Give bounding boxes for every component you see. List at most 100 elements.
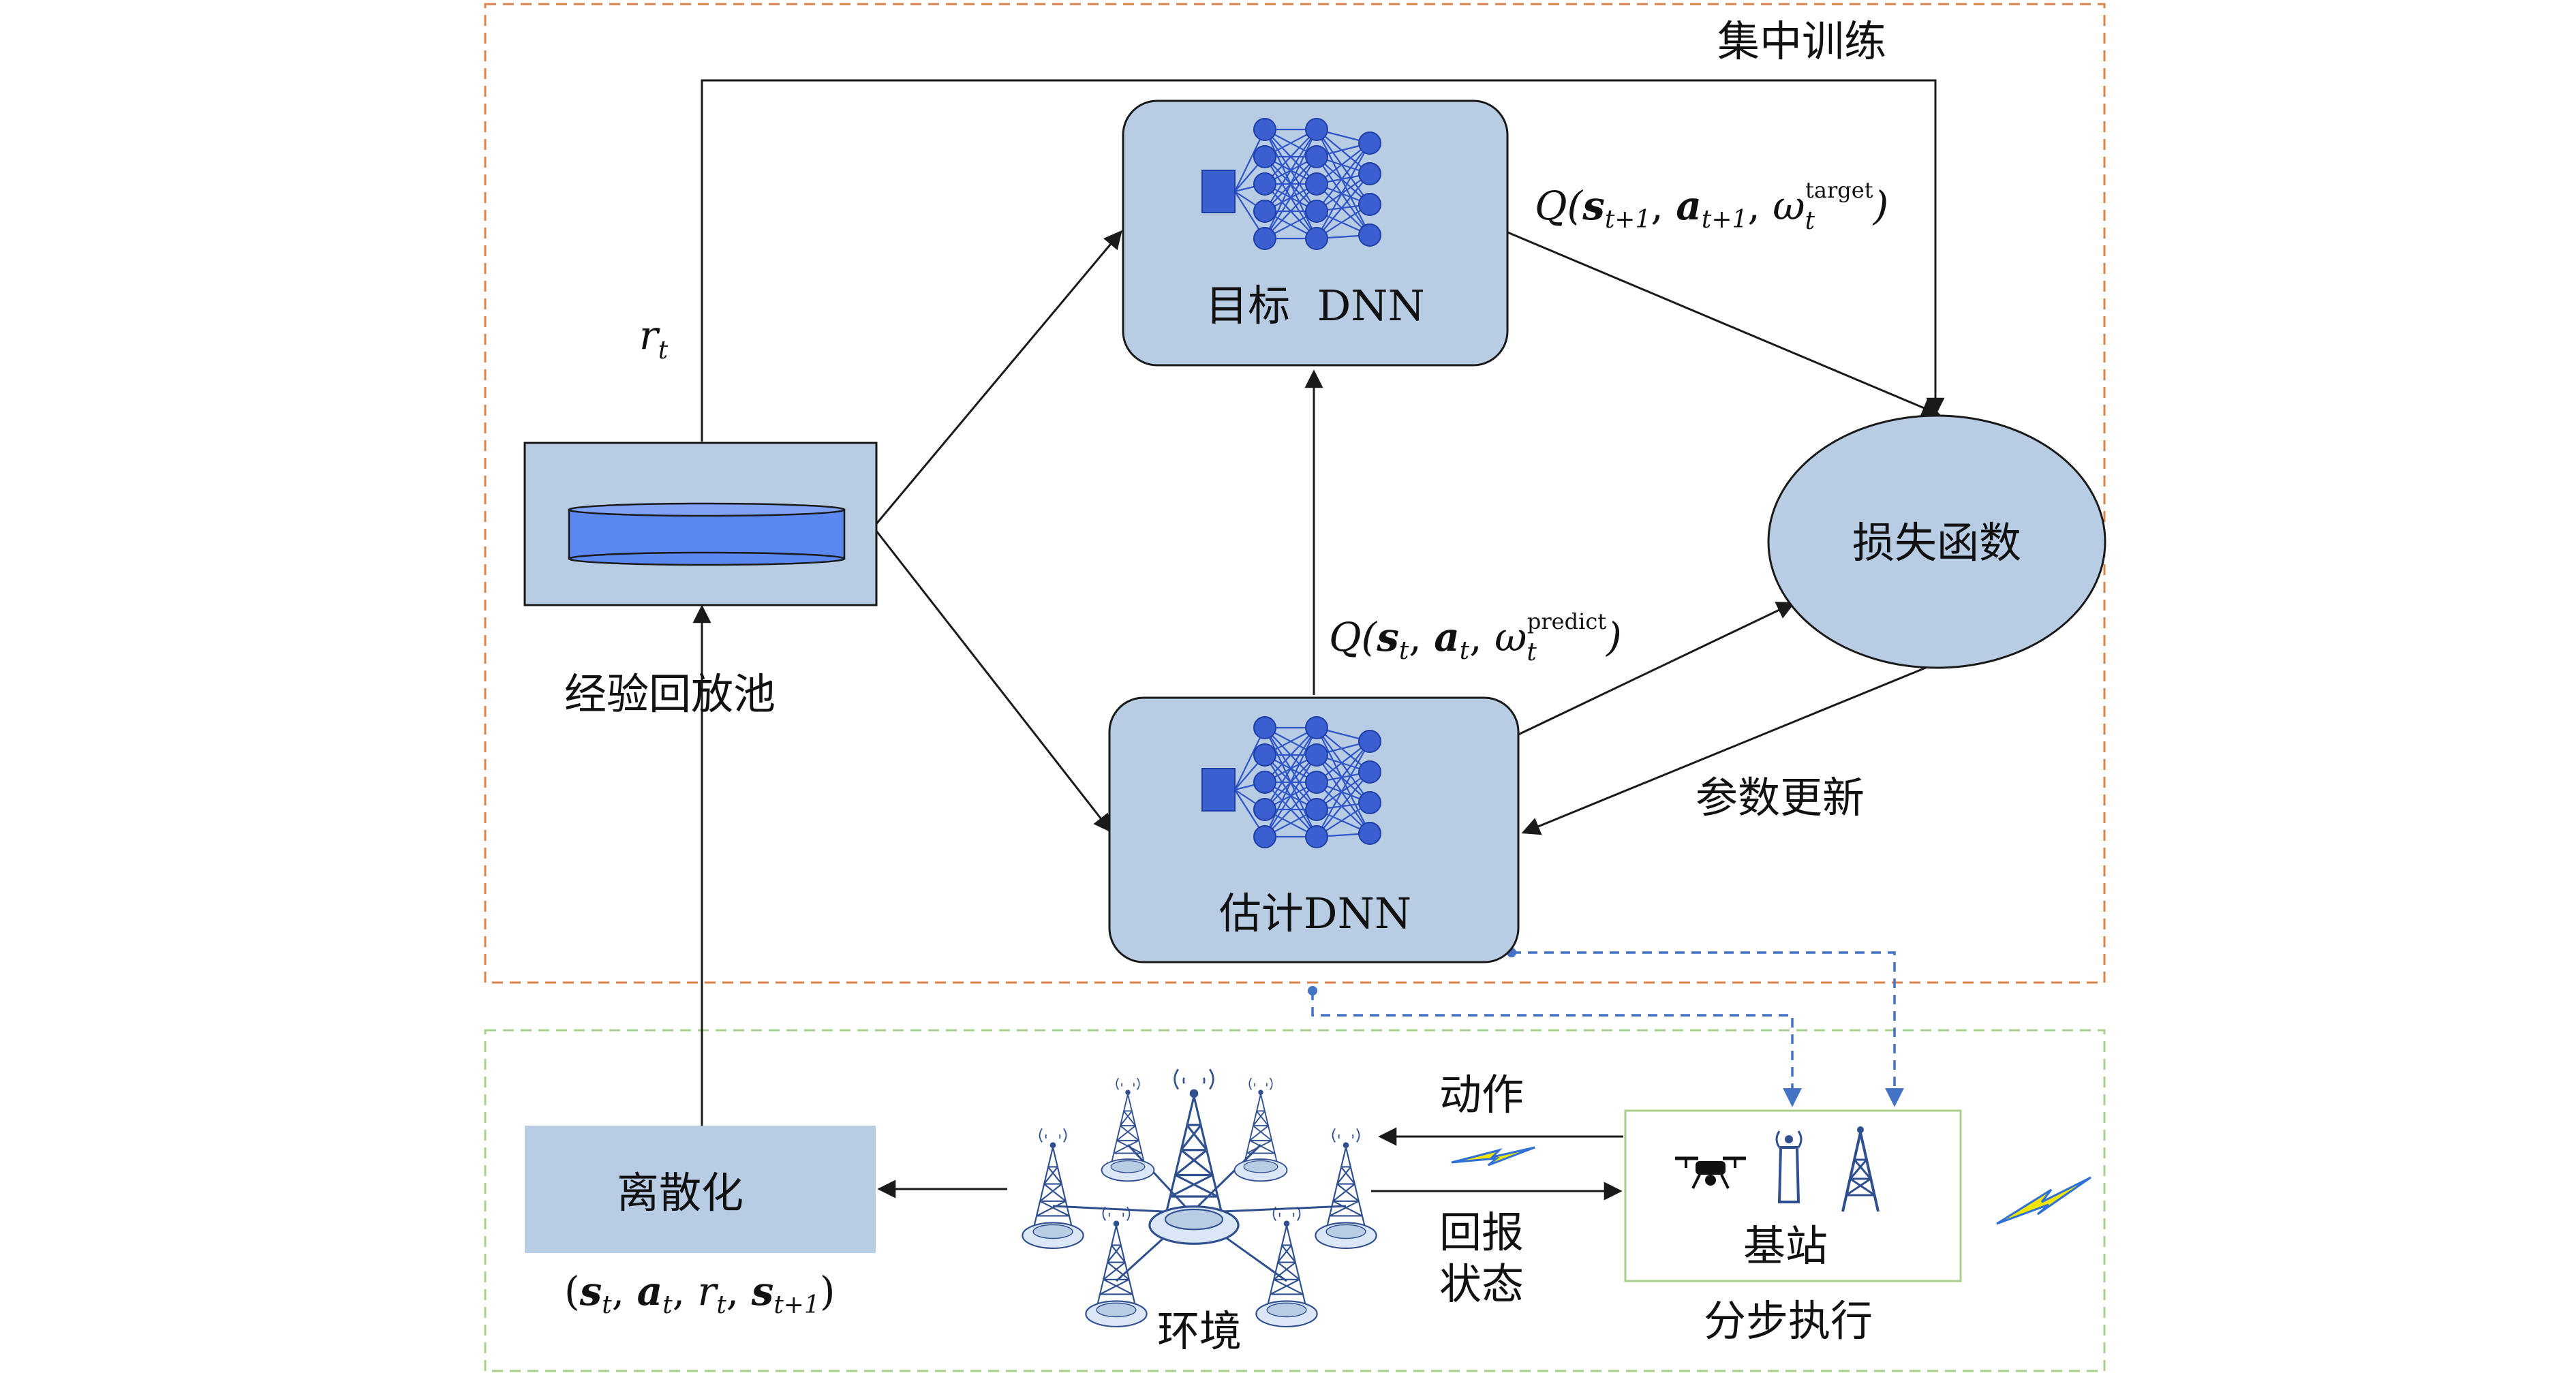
nn-neuron [1253,145,1276,168]
execution-region-label: 分步执行 [1704,1296,1873,1346]
nn-link [1264,129,1317,239]
nn-link [1316,156,1370,236]
nn-link [1316,183,1370,236]
nn-neuron [1305,771,1328,794]
nn-link [1316,156,1370,205]
loss-node: 损失函数 [1767,414,2106,669]
cell-tower-icon [1022,1128,1084,1250]
nn-link [1264,754,1317,837]
nn-link [1316,173,1370,239]
nn-link [1264,727,1317,810]
nn-neuron [1358,730,1381,753]
environment-cluster [1022,1068,1377,1328]
nn-neuron [1358,791,1381,814]
nn-neuron [1305,798,1328,821]
nn-link [1264,183,1317,239]
nn-neuron [1305,716,1328,739]
nn-link [1316,754,1370,803]
nn-neuron [1358,822,1381,845]
replay-pool-label: 经验回放池 [564,669,776,719]
nn-neuron [1358,193,1381,216]
nn-neuron [1253,771,1276,794]
nn-neuron [1253,825,1276,848]
base-station-node: 基站 [1624,1109,1962,1282]
nn-link [1316,741,1370,837]
nn-neuron [1305,172,1328,196]
nn-link [1316,754,1370,834]
reward-wire [701,79,1945,442]
nn-neuron [1253,716,1276,739]
training-region [484,3,2106,984]
nn-link [1264,727,1317,837]
predict-q-label: Q(st, at, ωtpredict) [1329,608,1622,666]
training-region-label: 集中训练 [1717,16,1886,66]
link-dot-a [1308,986,1317,996]
nn-neuron [1253,798,1276,821]
predict-dnn-node: 估计DNN [1108,696,1520,963]
action-label: 动作 [1439,1070,1524,1120]
nn-neuron [1358,162,1381,185]
cell-tower-icon [1315,1128,1377,1250]
nn-neuron [1305,145,1328,168]
lightning-icon [1451,1146,1535,1167]
target-q-label: Q(st+1, at+1, ωttarget) [1535,177,1888,235]
nn-neuron [1253,200,1276,223]
loss-label: 损失函数 [1852,518,2021,568]
cell-tower-icon [1085,1206,1148,1328]
param-update-label: 参数更新 [1696,773,1865,822]
nn-neuron [1305,118,1328,141]
nn-link [1316,727,1370,834]
execution-region [484,1029,2106,1372]
nn-link [1264,129,1317,185]
nn-link [1316,129,1370,236]
nn-neuron [1305,227,1328,250]
cell-tower-icon [1148,1068,1240,1245]
nn-neuron [1358,760,1381,784]
nn-link [1316,741,1370,810]
nn-link [1264,727,1317,783]
nn-neuron [1305,200,1328,223]
nn-link [1316,142,1370,239]
target-to-loss-wire [1505,230,1941,416]
nn-neuron [1253,227,1276,250]
nn-neuron [1253,743,1276,767]
nn-neuron [1305,825,1328,848]
nn-link [1264,129,1317,212]
nn-input-block [1201,768,1236,812]
nn-link [1316,727,1370,803]
replay-pool-node [523,442,878,606]
nn-link [1264,782,1317,837]
state-label: 状态 [1439,1259,1524,1309]
drone-icon [1675,1156,1746,1189]
nn-link [1316,142,1370,212]
nn-link [1264,156,1317,239]
nn-neuron [1253,172,1276,196]
predict-to-station-link-b [1512,951,1904,1107]
nn-neuron [1358,223,1381,247]
cell-tower-icon [1101,1077,1155,1182]
base-station-label: 基站 [1743,1221,1828,1271]
nn-link [1316,771,1370,837]
antenna-icon [1775,1130,1803,1203]
predict-to-station-link-a [1311,991,1802,1107]
neural-network-icon [1201,118,1381,250]
predict-to-loss-wire [1518,602,1796,736]
discretize-label: 离散化 [617,1168,743,1218]
nn-neuron [1305,743,1328,767]
nn-neuron [1358,132,1381,155]
cylinder-icon [568,502,846,566]
predict-dnn-label: 估计DNN [1219,889,1411,938]
nn-neuron [1253,118,1276,141]
neural-network-icon [1201,716,1381,848]
discretize-node: 离散化 [525,1126,876,1253]
loss-to-predict-wire [1521,663,1935,835]
target-dnn-node: 目标 DNN [1122,99,1509,367]
cell-tower-icon [1841,1126,1880,1212]
pool-to-target-wire [874,230,1122,525]
nn-link [1316,129,1370,205]
pool-to-predict-wire [874,529,1112,833]
report-label: 回报 [1439,1207,1524,1257]
cell-tower-icon [1233,1077,1288,1182]
nn-link [1316,782,1370,834]
